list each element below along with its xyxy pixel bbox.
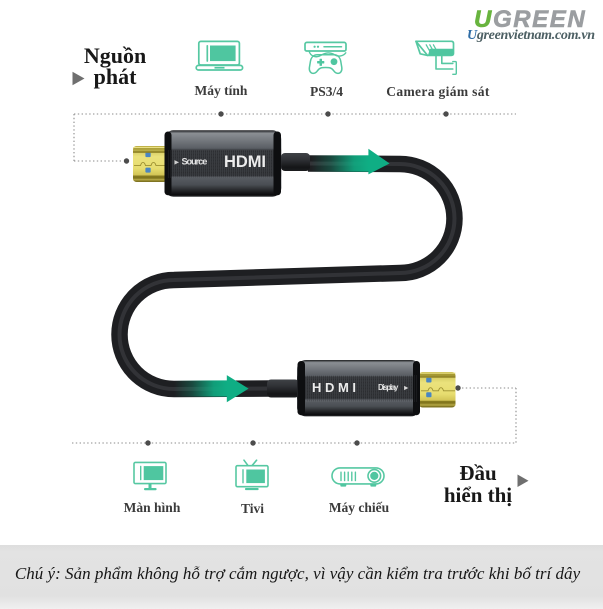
svg-text:Display: Display <box>378 383 399 392</box>
svg-text:►: ► <box>173 157 180 166</box>
svg-text:►: ► <box>403 385 410 392</box>
svg-text:Source: Source <box>182 157 208 167</box>
svg-text:HDMI: HDMI <box>224 153 266 171</box>
